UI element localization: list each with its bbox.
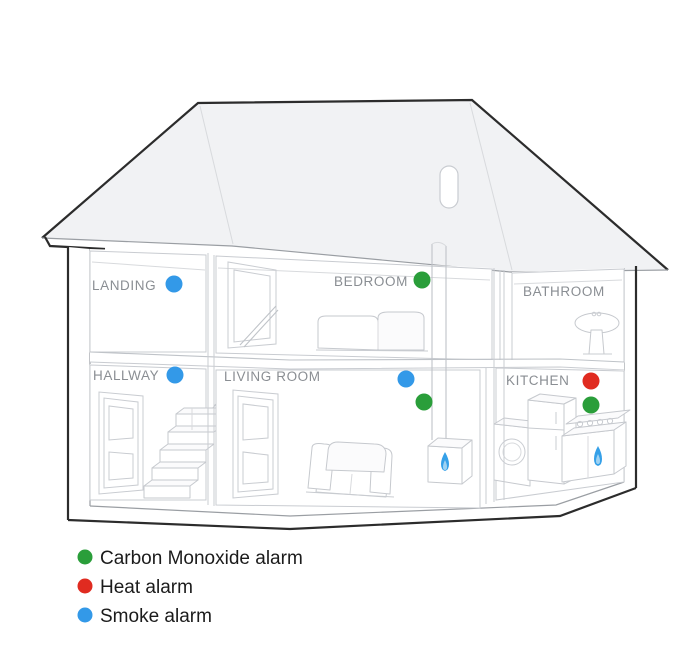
hallway-wall-outline xyxy=(89,364,207,501)
landing-wall xyxy=(90,249,206,352)
roof-seam xyxy=(199,105,234,245)
roof-vent-icon xyxy=(439,165,459,209)
legend-label-carbon-monoxide: Carbon Monoxide alarm xyxy=(100,548,303,569)
roof-ridge-left xyxy=(41,98,669,271)
legend-swatch-smoke xyxy=(77,607,93,623)
room-label-hallway: HALLWAY xyxy=(93,368,159,383)
room-label-living-room: LIVING ROOM xyxy=(224,369,321,384)
bedroom-ceiling-line xyxy=(217,267,491,281)
room-hallway: HALLWAY xyxy=(89,364,238,501)
landing-ceiling-line xyxy=(91,261,206,271)
roof-group xyxy=(41,98,669,273)
room-label-landing: LANDING xyxy=(92,278,156,293)
bathroom-ceiling-line xyxy=(513,279,623,285)
legend-swatch-carbon-monoxide xyxy=(77,549,93,565)
alarm-dot-living-room-carbon-monoxide[interactable] xyxy=(415,393,433,411)
living-room-wall xyxy=(216,370,480,508)
room-kitchen: KITCHEN xyxy=(485,367,631,504)
sofa xyxy=(305,441,395,498)
legend-item-carbon-monoxide[interactable]: Carbon Monoxide alarm xyxy=(77,548,303,569)
room-label-kitchen: KITCHEN xyxy=(506,373,569,388)
room-landing: LANDING xyxy=(89,249,207,353)
hallway-door xyxy=(98,391,144,495)
alarm-dot-kitchen-carbon-monoxide[interactable] xyxy=(582,396,600,414)
alarm-dot-kitchen-heat[interactable] xyxy=(582,372,600,390)
alarm-dot-hallway-smoke[interactable] xyxy=(166,366,184,384)
legend-item-smoke[interactable]: Smoke alarm xyxy=(77,606,212,627)
alarm-dot-bedroom-carbon-monoxide[interactable] xyxy=(413,271,431,289)
living-room-wall-outline xyxy=(215,369,481,509)
living-room-door xyxy=(232,389,279,499)
base-front-edge xyxy=(67,486,637,531)
pedestal-sink xyxy=(574,311,620,355)
roof-seam-right xyxy=(469,102,513,271)
legend-item-heat[interactable]: Heat alarm xyxy=(77,577,193,598)
alarm-dot-living-room-smoke[interactable] xyxy=(397,370,415,388)
oven-with-hob xyxy=(561,409,631,483)
base-back-edge xyxy=(89,481,625,517)
landing-wall-outline xyxy=(89,250,207,353)
legend-label-smoke: Smoke alarm xyxy=(100,606,212,627)
boiler xyxy=(427,241,473,485)
legend-label-heat: Heat alarm xyxy=(100,577,193,598)
room-living-room: LIVING ROOM xyxy=(215,241,481,509)
room-bedroom: BEDROOM xyxy=(215,255,493,361)
alarm-dot-landing-smoke[interactable] xyxy=(165,275,183,293)
legend: Carbon Monoxide alarm Heat alarm Smoke a… xyxy=(77,548,303,627)
room-label-bathroom: BATHROOM xyxy=(523,284,605,299)
left-outer-wall xyxy=(68,247,90,520)
flue-pipe xyxy=(431,244,447,440)
room-label-bedroom: BEDROOM xyxy=(334,274,408,289)
interior-dividers xyxy=(207,253,505,506)
alarm-markers-group xyxy=(165,271,600,414)
bed xyxy=(315,311,429,352)
roof-plane xyxy=(42,100,668,272)
mid-floor-slab xyxy=(89,351,625,371)
legend-swatch-heat xyxy=(77,578,93,594)
bedroom-doorway xyxy=(227,261,279,349)
roof-eave-left-kick xyxy=(44,236,106,251)
room-bathroom: BATHROOM xyxy=(499,268,625,367)
